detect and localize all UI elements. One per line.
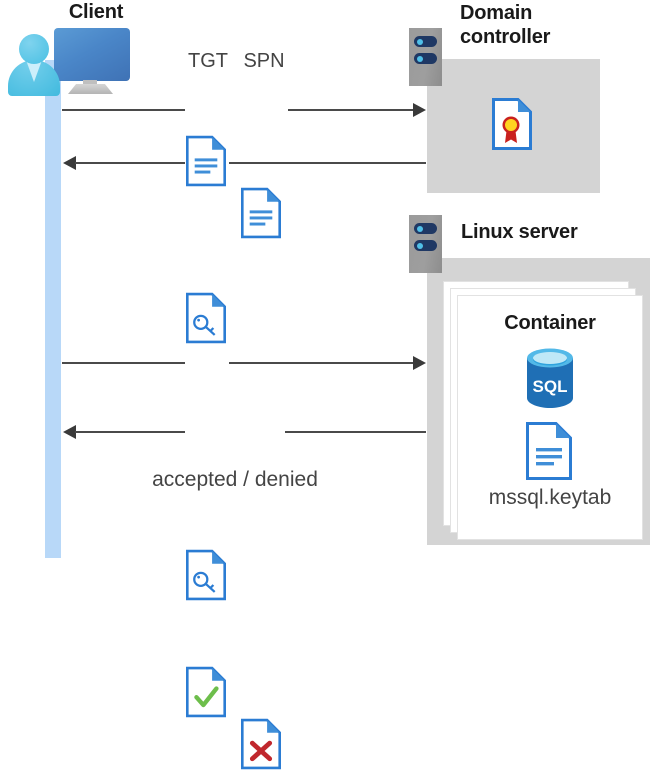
monitor-base-icon: [68, 84, 113, 94]
spn-document-icon: [241, 187, 660, 239]
msg-1-line-left: [62, 109, 185, 111]
msg-3-arrowhead: [413, 356, 426, 370]
accepted-denied-label: accepted / denied: [152, 468, 318, 491]
keytab-document-icon: [526, 422, 572, 485]
container-label: Container: [504, 312, 596, 334]
domain-controller-label-line1: Domain: [460, 2, 533, 24]
service-ticket-key-document-icon-1: [186, 292, 660, 344]
msg-4-line-right: [285, 431, 426, 433]
domain-controller-server-icon: [409, 28, 442, 86]
msg-4-line-left: [75, 431, 185, 433]
svg-text:SQL: SQL: [533, 377, 568, 396]
monitor-screen-icon: [54, 28, 130, 81]
client-lifeline: [45, 60, 61, 558]
container-card-front[interactable]: Container SQL mssql.keytab: [457, 295, 643, 540]
spn-label: SPN: [243, 50, 285, 72]
tgt-label: TGT: [188, 50, 228, 72]
service-ticket-key-document-icon-2: [186, 549, 660, 601]
domain-controller-label-line2: controller: [460, 26, 551, 48]
msg-2-line-right: [229, 162, 426, 164]
person-head-icon: [19, 34, 49, 64]
sql-database-icon: SQL: [519, 346, 581, 415]
msg-2-line-left: [75, 162, 185, 164]
tgt-document-icon: [186, 135, 660, 187]
msg-1-arrowhead: [413, 103, 426, 117]
mssql-keytab-label: mssql.keytab: [488, 486, 612, 509]
msg-1-line-right: [288, 109, 416, 111]
certificate-document-icon: [492, 98, 660, 150]
msg-2-arrowhead: [63, 156, 76, 170]
denied-cross-document-icon: [241, 718, 660, 770]
linux-server-server-icon: [409, 215, 442, 273]
msg-3-line-right: [229, 362, 416, 364]
client-label: Client: [68, 1, 124, 23]
msg-4-arrowhead: [63, 425, 76, 439]
accepted-check-document-icon: [186, 666, 660, 718]
client-computer-icon: [0, 0, 140, 100]
linux-server-label: Linux server: [461, 221, 578, 243]
msg-3-line-left: [62, 362, 185, 364]
